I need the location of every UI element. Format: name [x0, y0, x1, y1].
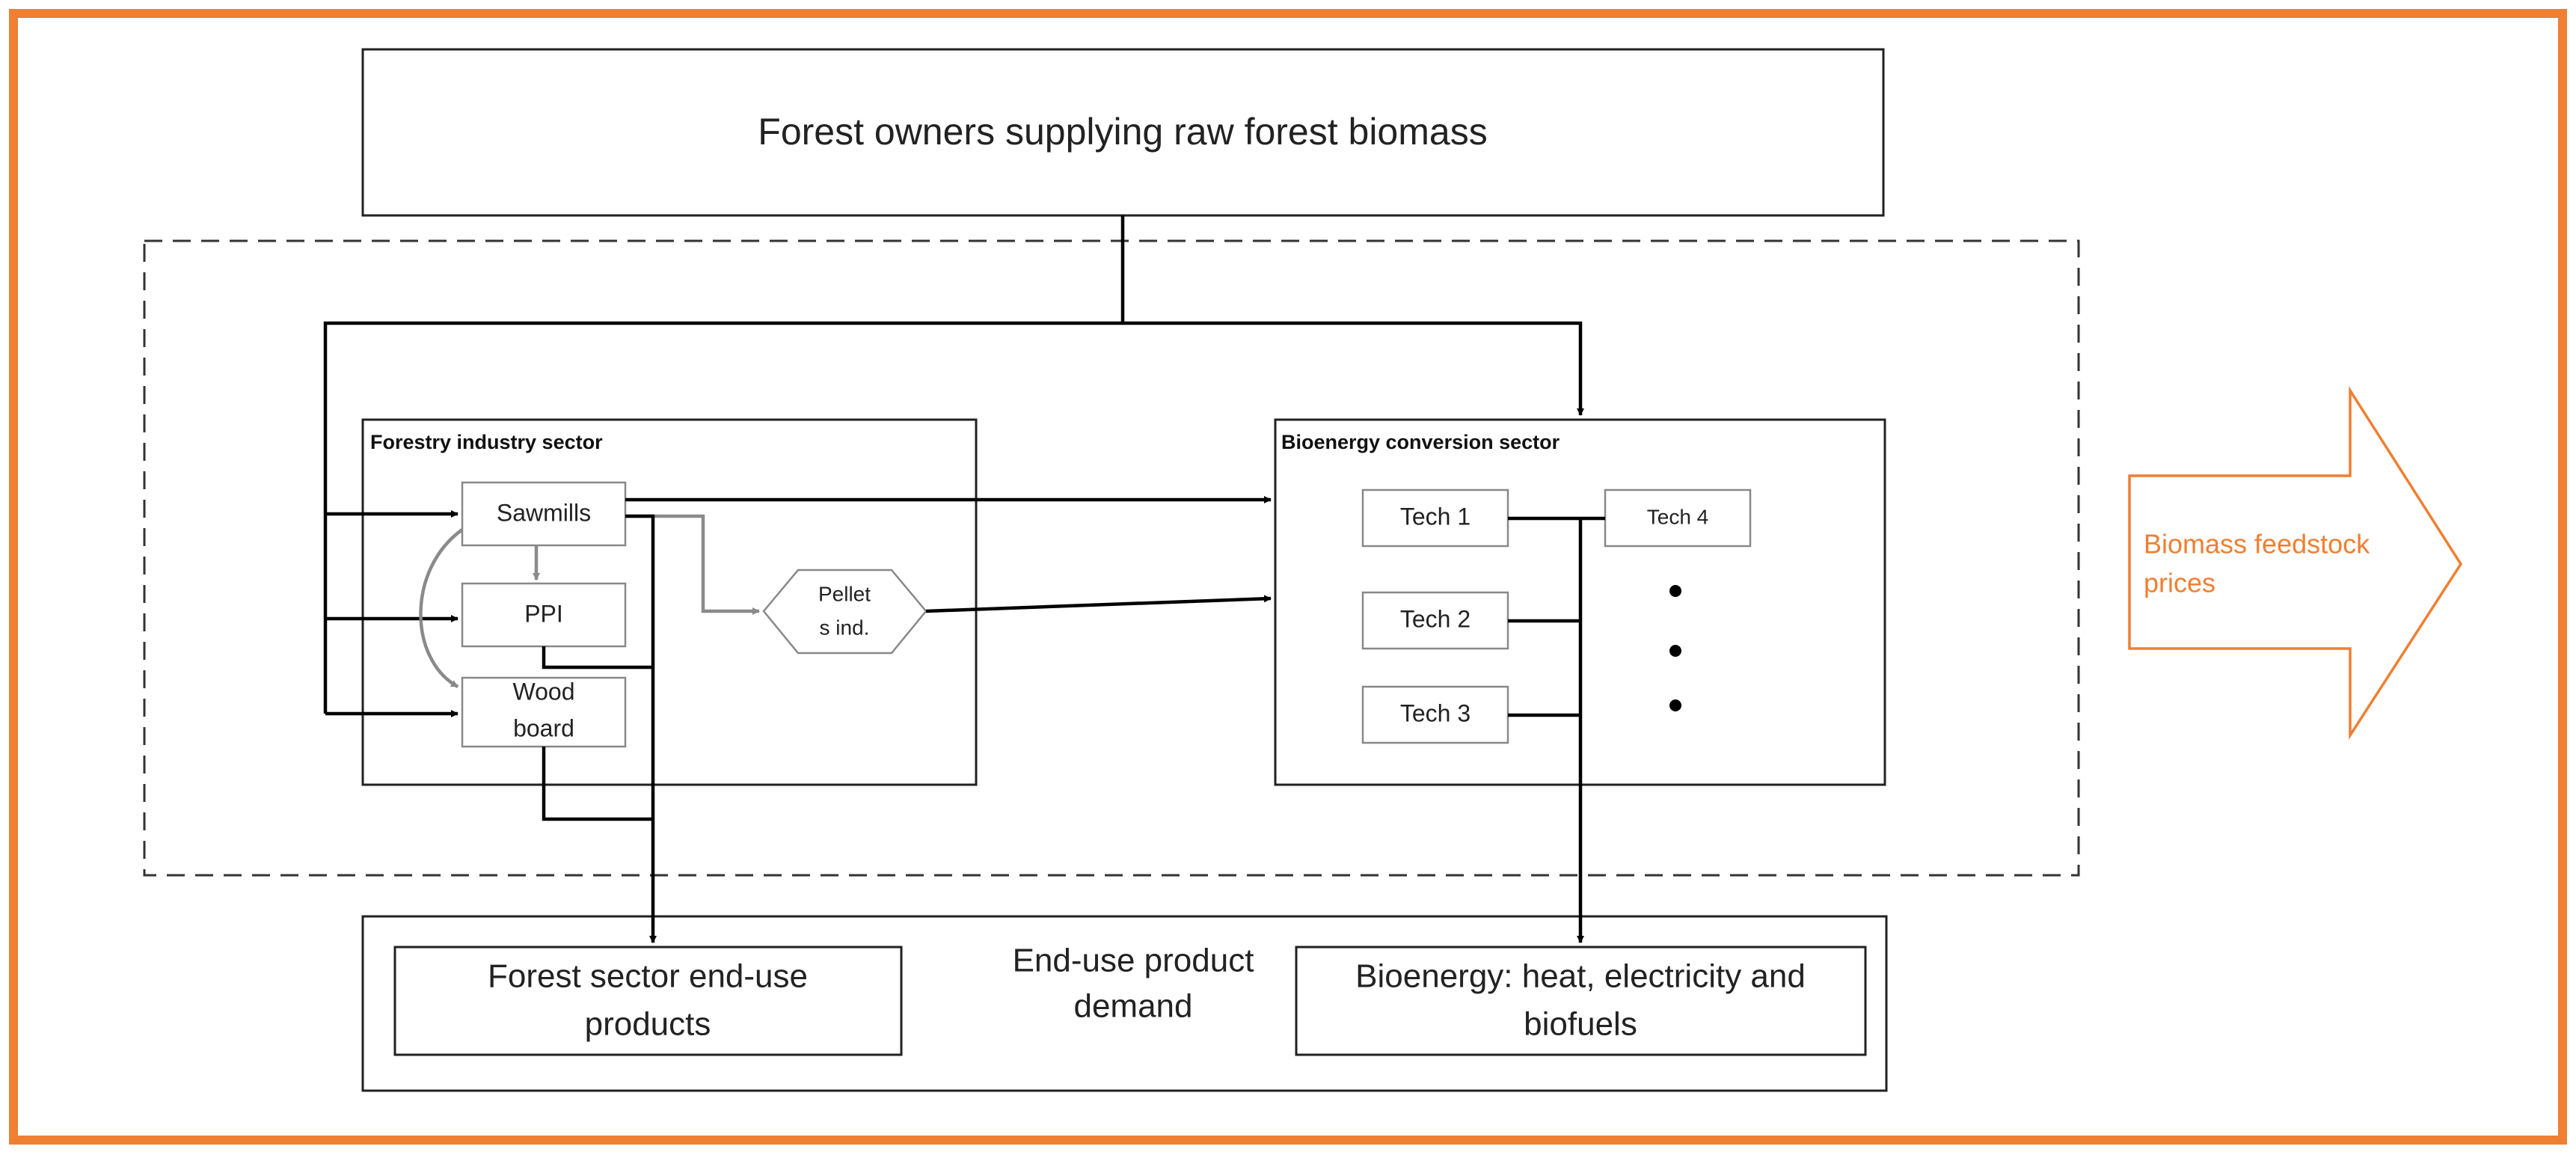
flow-sawmills-to-pellets: [625, 514, 760, 615]
end-use-demand-label: End-use product: [1013, 943, 1254, 979]
prices-label: Biomass feedstock: [2144, 529, 2370, 560]
sawmills-label: Sawmills: [497, 499, 591, 526]
ppi-box: [461, 582, 627, 648]
tech4-label: Tech 4: [1647, 505, 1709, 528]
flow-woodboard-output: [542, 747, 653, 821]
flow-sawmills-output: [625, 514, 655, 778]
wood-board-label-line2: board: [513, 714, 574, 741]
ellipsis-dot: [1669, 699, 1681, 711]
forest-products-label: Forest sector end-use: [488, 958, 808, 995]
ppi-label: PPI: [524, 600, 563, 627]
prices-label-line2: prices: [2144, 568, 2215, 598]
tech1-box: [1361, 488, 1509, 548]
sawmills-box: [461, 481, 627, 547]
wood-board-label: Wood: [512, 678, 574, 705]
flow-pellets-to-bioenergy: [925, 595, 1272, 613]
flow-sawmills-to-woodboard: [419, 528, 464, 688]
bioenergy-products-box: [1295, 946, 1867, 1056]
pellets-label-line2: s ind.: [820, 616, 870, 639]
bioenergy-products-label: Bioenergy: heat, electricity and: [1355, 958, 1806, 995]
flow-ppi-output: [542, 646, 653, 670]
forest-owners-box: [361, 48, 1885, 217]
bioenergy-sector-title: Bioenergy conversion sector: [1281, 431, 1560, 453]
tech3-label: Tech 3: [1400, 699, 1471, 726]
bioenergy-products-label-line2: biofuels: [1524, 1006, 1637, 1043]
prices-arrow-icon: [2128, 386, 2463, 740]
forest-products-label-line2: products: [585, 1006, 711, 1043]
tech1-label: Tech 1: [1400, 503, 1471, 530]
ellipsis-dot: [1669, 645, 1681, 657]
forest-owners-label: Forest owners supplying raw forest bioma…: [758, 111, 1487, 153]
system-boundary: [143, 239, 2080, 877]
ellipsis-dot: [1669, 585, 1681, 597]
pellets-label: Pellet: [818, 582, 871, 605]
flow-supply-left-bus: [323, 321, 1123, 714]
wood-board-box: [461, 676, 627, 748]
outer-frame: [9, 9, 2567, 1145]
flow-supply-to-bioenergy: [1123, 321, 1584, 416]
tech3-box: [1361, 685, 1509, 744]
forestry-sector-title: Forestry industry sector: [370, 431, 603, 453]
tech4-box: [1604, 488, 1752, 548]
forest-products-box: [393, 946, 903, 1056]
end-use-demand-label-line2: demand: [1073, 988, 1192, 1025]
tech2-label: Tech 2: [1400, 605, 1471, 632]
